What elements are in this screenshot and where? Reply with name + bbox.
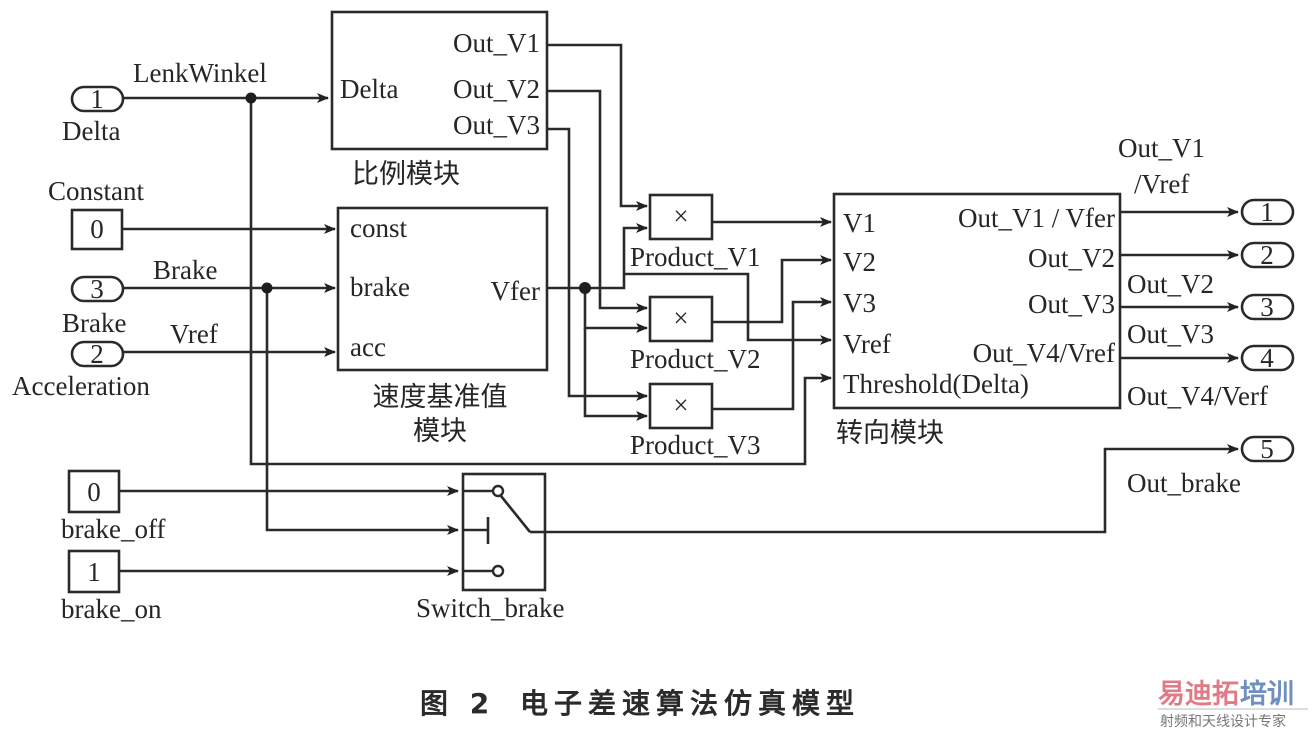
switch-brake-block[interactable] [461, 472, 547, 592]
outport-4-label: Out_V4/Verf [1127, 381, 1268, 411]
wire-vfer-vref [624, 272, 832, 345]
figure-number: 图 2 [420, 687, 495, 720]
junction-dot [261, 282, 273, 294]
port-threshold: Threshold(Delta) [843, 369, 1029, 399]
wires [120, 43, 1239, 576]
port-vref: Vref [843, 329, 891, 359]
constant-block[interactable]: 0 [70, 208, 124, 251]
watermark: 易迪拓 培训 射频和天线设计专家 [1158, 679, 1308, 730]
port-out-v4-vref: Out_V4/Vref [973, 338, 1115, 368]
outport-5-label: Out_brake [1127, 468, 1241, 498]
outport-1-label: Out_V1 [1118, 133, 1205, 163]
port-out-v1-vfer: Out_V1 / Vfer [958, 203, 1115, 233]
watermark-tagline: 射频和天线设计专家 [1160, 713, 1286, 730]
wire-product-v3 [713, 297, 832, 411]
outport-2-label: Out_V2 [1127, 269, 1214, 299]
svg-text:5: 5 [1260, 434, 1274, 464]
outport-3-label: Out_V3 [1127, 319, 1214, 349]
inport-brake-label: Brake [62, 308, 126, 338]
speed-reference-title-2: 模块 [413, 416, 467, 447]
port-out-v1: Out_V1 [453, 28, 540, 58]
wire-out-v1 [548, 43, 648, 211]
wire-vfer-p3 [583, 328, 648, 421]
port-out-v2: Out_V2 [453, 74, 540, 104]
port-vfer: Vfer [491, 276, 540, 306]
signal-lenkwinkel: LenkWinkel [133, 58, 267, 88]
inport-brake[interactable]: 3 [70, 274, 125, 304]
wire-brake-branch [265, 288, 459, 535]
inport-delta-label: Delta [62, 116, 120, 146]
inport-acceleration-label: Acceleration [12, 371, 150, 401]
multiply-icon: × [673, 390, 688, 420]
signal-brake: Brake [153, 255, 217, 285]
switch-contact-icon [491, 484, 505, 498]
product-v3-label: Product_V3 [630, 430, 761, 460]
svg-text:0: 0 [90, 214, 104, 244]
switch-brake-label: Switch_brake [416, 593, 564, 623]
brake-on-label: brake_on [61, 594, 162, 624]
wire-product-v2 [713, 255, 832, 324]
svg-text:2: 2 [90, 339, 104, 369]
port-acc: acc [350, 332, 386, 362]
svg-text:2: 2 [1260, 240, 1274, 270]
outport-2[interactable]: 2 [1240, 240, 1295, 270]
svg-text:1: 1 [87, 557, 101, 587]
junction-dot [245, 92, 257, 104]
steering-block[interactable]: V1 V2 V3 Vref Threshold(Delta) Out_V1 / … [832, 192, 1122, 410]
outport-4[interactable]: 4 [1240, 343, 1295, 373]
wire-out-v3 [548, 127, 648, 401]
wire-vfer [547, 223, 648, 290]
port-v1: V1 [843, 208, 876, 238]
product-v1-block[interactable]: × [648, 193, 714, 241]
product-v2-block[interactable]: × [648, 295, 714, 343]
junction-dot [579, 282, 591, 294]
svg-text:3: 3 [90, 274, 104, 304]
port-delta: Delta [340, 74, 398, 104]
svg-text:4: 4 [1260, 343, 1274, 373]
wire-out-brake [545, 444, 1239, 534]
inport-acceleration[interactable]: 2 [70, 339, 125, 369]
signal-vref: Vref [170, 319, 218, 349]
product-v3-block[interactable]: × [648, 382, 714, 430]
outport-1-label-2: /Vref [1134, 169, 1189, 199]
figure-caption: 电子差速算法仿真模型 [520, 687, 860, 720]
brake-off-label: brake_off [61, 514, 165, 544]
port-brake: brake [350, 272, 410, 302]
svg-text:0: 0 [87, 477, 101, 507]
brake-on-block[interactable]: 1 [67, 549, 121, 594]
speed-reference-block[interactable]: const brake acc Vfer [336, 206, 549, 372]
constant-label: Constant [48, 176, 145, 206]
product-v1-label: Product_V1 [630, 242, 761, 272]
multiply-icon: × [673, 303, 688, 333]
wire-out-v2 [548, 89, 648, 313]
ratio-block-title: 比例模块 [352, 159, 460, 190]
svg-text:3: 3 [1260, 292, 1274, 322]
steering-block-title: 转向模块 [836, 418, 944, 449]
ratio-block[interactable]: Delta Out_V1 Out_V2 Out_V3 [330, 10, 549, 151]
port-const: const [350, 213, 407, 243]
inport-delta[interactable]: 1 [70, 84, 125, 114]
watermark-brand-1: 易迪拓 [1158, 679, 1239, 710]
speed-reference-title: 速度基准值 [373, 382, 508, 413]
port-out-v3: Out_V3 [1028, 289, 1115, 319]
switch-contact-icon [491, 564, 505, 578]
port-v2: V2 [843, 247, 876, 277]
port-out-v3: Out_V3 [453, 110, 540, 140]
brake-off-block[interactable]: 0 [67, 469, 121, 514]
watermark-brand-2: 培训 [1240, 679, 1294, 710]
port-v3: V3 [843, 288, 876, 318]
svg-text:1: 1 [1260, 197, 1274, 227]
outport-3[interactable]: 3 [1240, 292, 1295, 322]
outport-1[interactable]: 1 [1240, 197, 1295, 227]
multiply-icon: × [673, 201, 688, 231]
port-out-v2: Out_V2 [1028, 243, 1115, 273]
svg-text:1: 1 [90, 84, 104, 114]
product-v2-label: Product_V2 [630, 344, 761, 374]
outport-5[interactable]: 5 [1240, 434, 1295, 464]
wire-lenkwinkel-branch [249, 98, 832, 466]
